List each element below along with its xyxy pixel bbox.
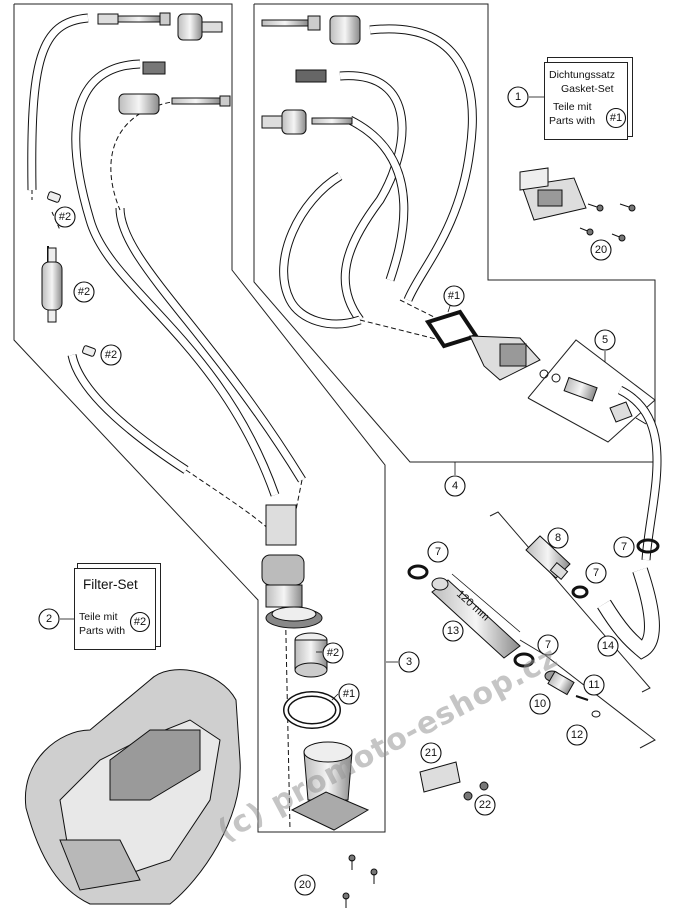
screws-20-top [579,203,636,242]
ref-2-filter: #2 [73,281,95,303]
ref-2-sleeve-top: #2 [54,206,76,228]
callout-7c: 7 [537,634,559,656]
svg-text:14: 14 [602,640,614,652]
callout-7b: 7 [585,562,607,584]
svg-text:2: 2 [46,613,52,625]
connector-flange-top [519,167,587,221]
clamps-7 [407,538,660,668]
svg-text:12: 12 [571,729,583,741]
callout-10: 10 [529,693,551,715]
callout-1: 1 [507,86,529,108]
pump-gasket [283,691,341,729]
hose-lines-left [27,13,306,831]
ref-2-sleeve-bottom: #2 [100,344,122,366]
frame-connector-kit [527,339,656,443]
callout-8: 8 [547,527,569,549]
frame-left-assembly [13,3,386,833]
svg-text:20: 20 [595,244,607,256]
connector-kit-parts [539,369,647,425]
svg-text:8: 8 [555,532,561,544]
gasket-set-box: Dichtungssatz Gasket-Set Teile mit Parts… [544,62,628,140]
svg-text:21: 21 [425,747,437,759]
ref-2-strainer: #2 [322,642,344,664]
svg-text:10: 10 [534,698,546,710]
callout-5: 5 [594,329,616,351]
tank-connector [424,309,541,381]
gasket-set-title-de: Dichtungssatz [549,69,615,81]
svg-text:4: 4 [452,480,458,492]
svg-text:7: 7 [545,639,551,651]
ref-2-badge: #2 [129,611,151,633]
svg-text:#1: #1 [448,290,460,302]
callout-22: 22 [474,794,496,816]
svg-text:1: 1 [515,91,521,103]
svg-text:20: 20 [299,879,311,891]
injector-8 [525,535,571,581]
fuel-filter [41,247,63,323]
svg-text:13: 13 [447,625,459,637]
bracket-21 [419,761,461,793]
svg-text:3: 3 [406,656,412,668]
callout-13: 13 [442,620,464,642]
callout-20a: 20 [590,239,612,261]
svg-text:#2: #2 [134,616,146,628]
quick-couplings-left [97,12,231,115]
callout-14: 14 [597,635,619,657]
callout-7d: 7 [613,536,635,558]
pump-flange [290,741,370,831]
svg-text:#2: #2 [105,349,117,361]
fuel-tank [24,669,241,905]
callout-4: 4 [444,475,466,497]
svg-text:#2: #2 [327,647,339,659]
gasket-set-title-en: Gasket-Set [561,83,614,95]
callout-11: 11 [583,674,605,696]
hose-lines-right [279,24,662,561]
frame-right-assembly [253,3,656,463]
sleeve-7 [431,577,449,591]
fuel-hose-13 [431,579,521,659]
washer-12 [591,710,601,718]
svg-text:5: 5 [602,334,608,346]
filter-set-parts-de: Teile mit [79,611,118,623]
callout-12: 12 [566,724,588,746]
filter-set-title: Filter-Set [83,577,138,592]
connector-10-11 [544,670,589,701]
filter-set-box: Filter-Set Teile mit Parts with #2 [74,568,156,650]
gasket-set-parts-de: Teile mit [553,101,592,113]
callout-20b: 20 [294,874,316,896]
svg-text:#2: #2 [78,286,90,298]
filter-set-parts-en: Parts with [79,625,126,637]
svg-text:7: 7 [621,541,627,553]
ref-1-connector: #1 [443,285,465,307]
svg-text:#1: #1 [343,688,355,700]
screws-20-bottom [342,854,378,908]
elbow-hose-14 [597,567,660,660]
quick-couplings-right [261,15,361,135]
svg-text:7: 7 [435,546,441,558]
callout-2: 2 [38,608,60,630]
callout-21: 21 [420,742,442,764]
callout-7a: 7 [427,541,449,563]
gasket-set-parts-en: Parts with [549,115,596,127]
svg-text:22: 22 [479,799,491,811]
screws-22 [463,781,489,801]
frame-small-parts [519,639,656,749]
svg-text:11: 11 [588,679,599,691]
dimension-line [451,573,521,633]
callout-3: 3 [398,651,420,673]
svg-text:7: 7 [593,567,599,579]
svg-text:#2: #2 [59,211,71,223]
fuel-pump [261,504,323,629]
ref-1-gasket: #1 [338,683,360,705]
pump-strainer [294,632,328,678]
clamp-sleeves [47,191,96,357]
svg-text:#1: #1 [610,112,622,124]
ref-1-badge: #1 [605,107,627,129]
frame-hose-assembly [489,511,651,693]
